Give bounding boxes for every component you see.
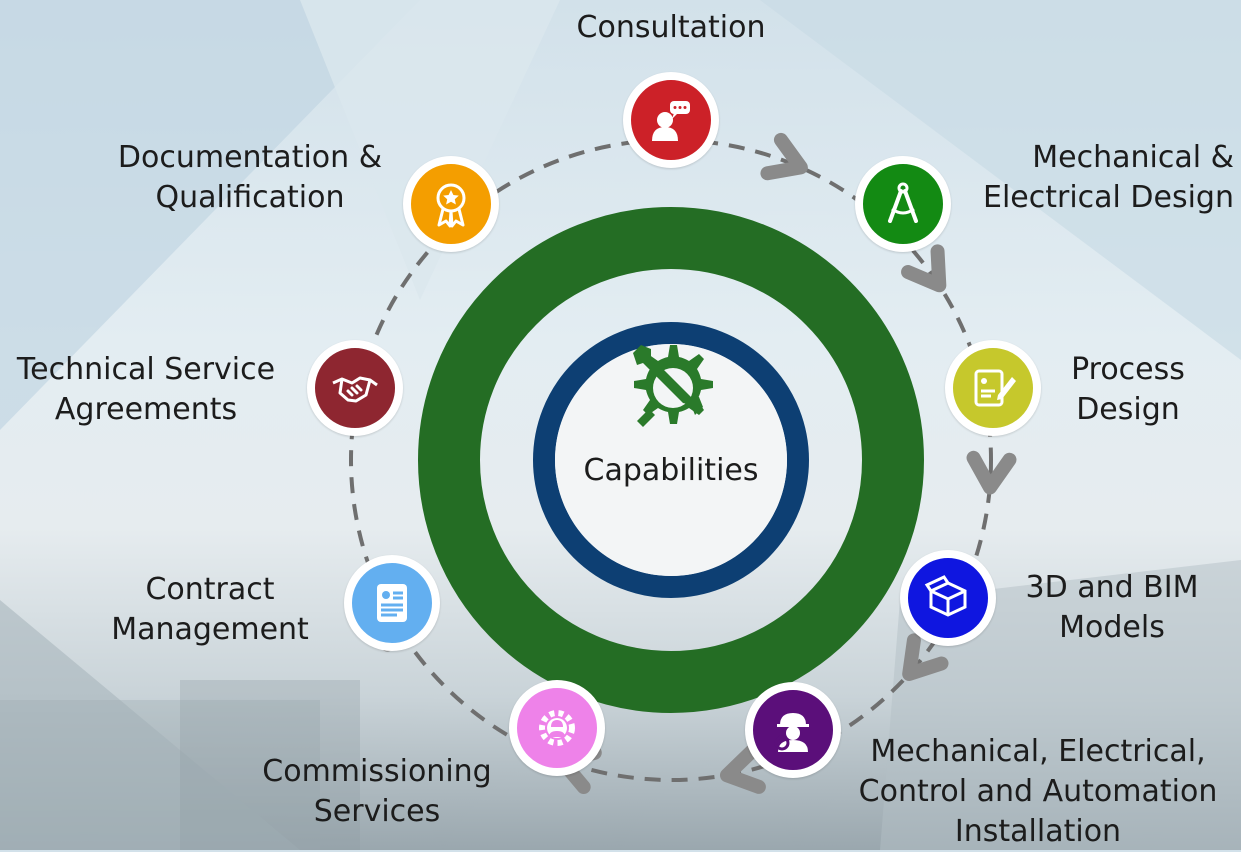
- label-line: Electrical Design: [982, 180, 1234, 215]
- label-line: Technical Service: [16, 352, 276, 387]
- label-line: Commissioning: [262, 754, 492, 789]
- mech-elec-design-node: [855, 156, 951, 252]
- label-line: 3D and BIM: [1025, 570, 1199, 605]
- cycle-chevron: [966, 450, 1017, 495]
- label-line: Models: [1059, 610, 1165, 645]
- 3d-box-icon: [924, 575, 967, 617]
- handshake-icon: [332, 376, 378, 403]
- label-line: Process: [1071, 352, 1185, 387]
- mech-elec-design-label: Mechanical & Electrical Design: [978, 138, 1234, 218]
- documentation-label: Documentation & Qualification: [100, 138, 400, 218]
- installation-label: Mechanical, Electrical, Control and Autom…: [848, 732, 1228, 852]
- tsa-node: [307, 340, 403, 436]
- process-design-node: [945, 340, 1041, 436]
- label-line: Control and Automation: [858, 774, 1218, 809]
- 3d-bim-label: 3D and BIM Models: [1012, 568, 1212, 648]
- drafting-compass-icon: [888, 182, 918, 223]
- document-pen-icon: [974, 369, 1016, 407]
- inner-blue-ring: [533, 322, 809, 598]
- engineer-helmet-icon: [774, 713, 809, 752]
- center-title: Capabilities: [583, 453, 759, 488]
- documentation-node: [403, 156, 499, 252]
- commissioning-node: [509, 680, 605, 776]
- label-line: Mechanical, Electrical,: [870, 734, 1206, 769]
- cycle-chevron: [760, 132, 808, 181]
- label-line: Contract: [145, 572, 275, 607]
- label-line: Agreements: [54, 392, 238, 427]
- consultation-label: Consultation: [568, 8, 774, 48]
- contract-document-icon: [377, 584, 407, 622]
- consultation-node: [623, 72, 719, 168]
- label-line: Installation: [954, 814, 1122, 849]
- wrench-gear-icon: [633, 345, 713, 427]
- outer-green-ring: [418, 207, 924, 713]
- label-line: Management: [111, 612, 309, 647]
- award-ribbon-icon: [436, 183, 466, 228]
- installation-node: [745, 682, 841, 778]
- gear-worker-icon: [539, 710, 575, 746]
- label-line: Services: [313, 794, 441, 829]
- cycle-chevron: [719, 744, 766, 794]
- cycle-chevron: [901, 244, 947, 293]
- consultant-speech-icon: [652, 101, 690, 141]
- label-line: Documentation &: [117, 140, 383, 175]
- 3d-bim-node: [900, 550, 996, 646]
- label-line: Mechanical &: [1032, 140, 1234, 175]
- label-line: Design: [1076, 392, 1180, 427]
- contract-mgmt-node: [344, 555, 440, 651]
- label-line: Qualification: [155, 180, 345, 215]
- label-line: Consultation: [576, 10, 766, 45]
- cycle-chevron: [902, 633, 949, 681]
